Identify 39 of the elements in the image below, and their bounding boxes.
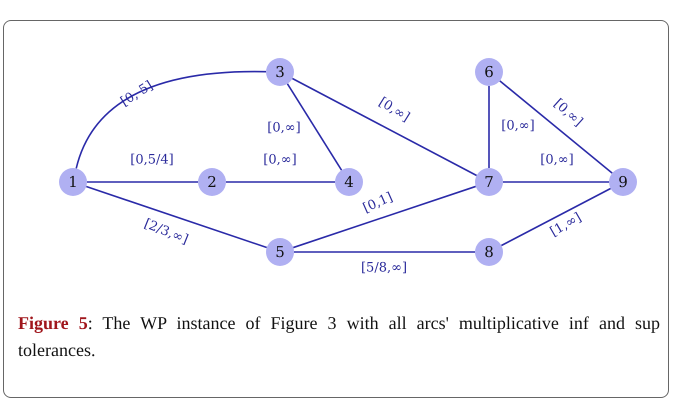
connector-line — [86, 186, 267, 248]
edge-label: [0,∞] — [266, 120, 302, 136]
figure-caption: Figure 5: The WP instance of Figure 3 with all arcs' multiplicative inf and sup tolerances. — [18, 312, 660, 362]
connector-line — [293, 186, 476, 248]
connector-line — [501, 188, 611, 246]
vertex-circle — [266, 238, 294, 266]
vertex-circle — [266, 58, 294, 86]
vertex-number: 7 — [484, 173, 494, 191]
vertex-number: 1 — [68, 173, 78, 191]
vertex-number: 3 — [275, 63, 285, 81]
connector-line — [87, 181, 198, 183]
connector-line — [294, 251, 475, 253]
vertex-circle — [475, 168, 503, 196]
connector-line — [503, 181, 609, 183]
connector-line — [488, 86, 490, 168]
vertex-number: 4 — [344, 173, 354, 191]
vertex-circle — [475, 238, 503, 266]
connector-line — [499, 80, 613, 174]
vertex-circle — [59, 168, 87, 196]
edge-label: [5/8,∞] — [360, 260, 408, 276]
edge-label: [0, 5] — [117, 78, 157, 110]
vertex-number: 6 — [484, 63, 494, 81]
edge-label: [0,∞] — [539, 152, 575, 168]
vertex-number: 9 — [618, 173, 628, 191]
vertex-circle — [475, 58, 503, 86]
edge-label: [0,∞] — [500, 118, 536, 134]
connector-line — [286, 83, 342, 171]
vertex-number: 8 — [484, 243, 494, 261]
edge-label: [0,1] — [360, 189, 396, 217]
vertex-circle — [335, 168, 363, 196]
vertex-number: 2 — [207, 173, 217, 191]
connector-line — [292, 78, 477, 176]
connector-line — [226, 181, 335, 183]
edge-label: [0,∞] — [262, 152, 298, 168]
vertex-number: 5 — [275, 243, 285, 261]
connector-line — [75, 70, 266, 169]
vertex-circle — [609, 168, 637, 196]
edge-label: [0,5/4] — [129, 152, 175, 168]
vertex-circle — [198, 168, 226, 196]
